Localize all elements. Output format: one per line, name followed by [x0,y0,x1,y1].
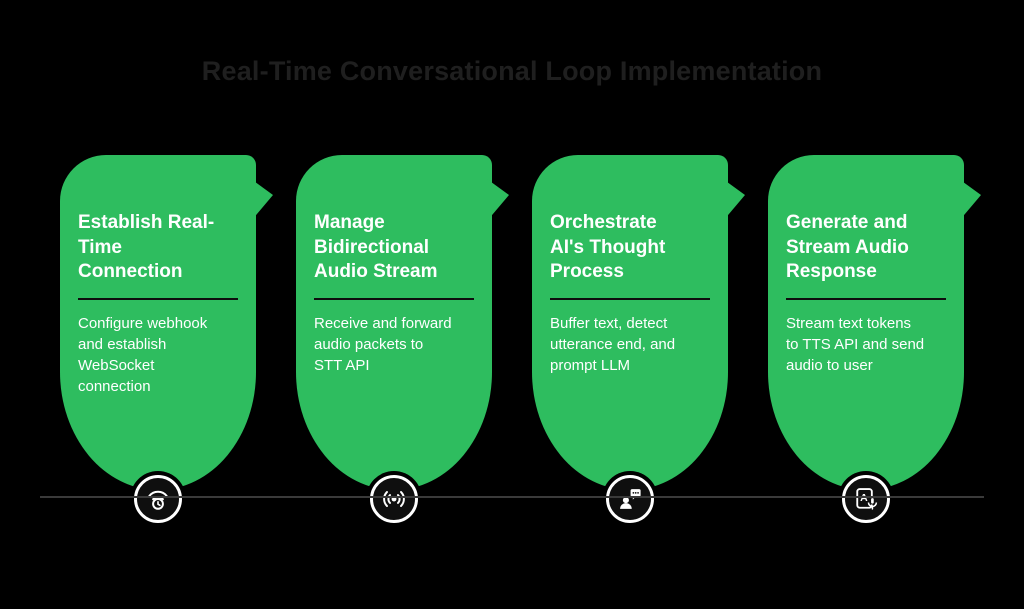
step-description: Receive and forward audio packets to STT… [314,315,452,375]
card-tail [723,179,745,221]
wifi-clock-icon [134,475,182,523]
step-heading: Manage Bidirectional Audio Stream [314,212,438,283]
step-card-1: Establish Real- Time Connection Configur… [60,155,273,523]
heading-separator [550,298,710,301]
card-tail [251,179,273,221]
card-tail [959,179,981,221]
page-title: Real-Time Conversational Loop Implementa… [201,56,823,86]
step-heading: Establish Real- Time Connection [78,212,215,283]
step-description: Stream text tokens to TTS API and send a… [786,315,925,375]
steps-row: Establish Real- Time Connection Configur… [60,155,981,523]
step-description: Buffer text, detect utterance end, and p… [550,315,676,375]
card-tail [487,179,509,221]
heading-separator [78,298,238,301]
person-chat-icon [606,475,654,523]
step-heading: Generate and Stream Audio Response [786,212,909,283]
bottom-axis-line [40,496,984,498]
step-description: Configure webhook and establish WebSocke… [78,315,208,396]
heading-separator [786,298,946,301]
text-to-speech-icon: A [842,475,890,523]
step-card-4: Generate and Stream Audio Response Strea… [768,155,981,523]
step-card-3: Orchestrate AI's Thought Process Buffer … [532,155,745,523]
heading-separator [314,298,474,301]
step-card-2: Manage Bidirectional Audio Stream Receiv… [296,155,509,523]
broadcast-icon [370,475,418,523]
step-heading: Orchestrate AI's Thought Process [550,212,666,283]
